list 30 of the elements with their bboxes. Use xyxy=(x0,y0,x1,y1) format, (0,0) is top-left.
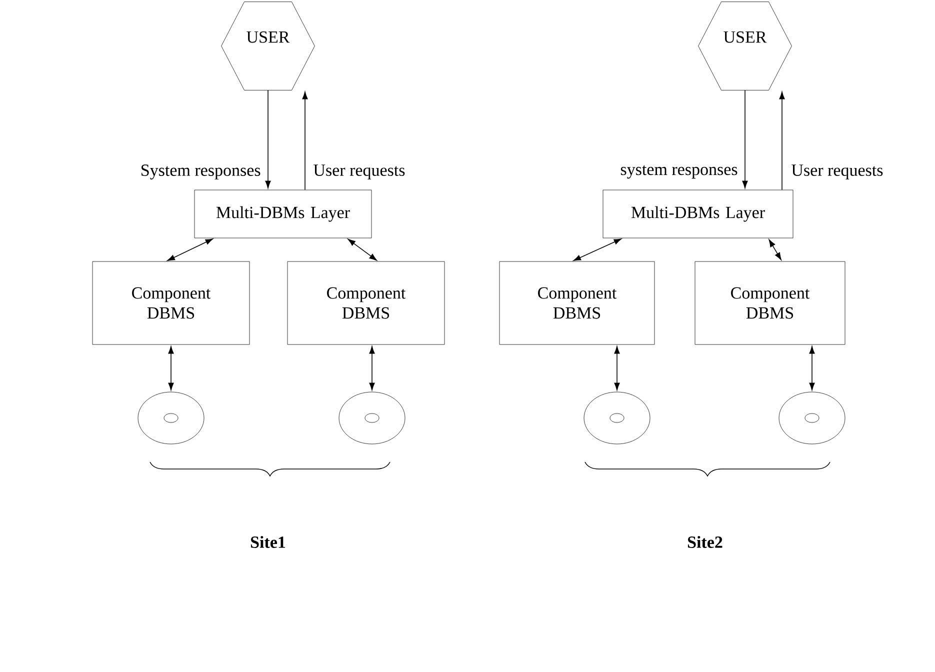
component-box: Component DBMS xyxy=(694,261,846,345)
arrow xyxy=(614,346,620,390)
site-label: Site1 xyxy=(250,536,286,548)
edge-label: User requests xyxy=(790,164,884,180)
disk-symbol xyxy=(338,392,406,444)
component-box: Component DBMS xyxy=(92,261,250,345)
arrow xyxy=(779,92,785,190)
arrow xyxy=(369,346,375,390)
arrow xyxy=(768,239,782,260)
edge-label: User requests xyxy=(312,164,406,180)
site-label: Site2 xyxy=(688,536,722,548)
edge-label: system responses xyxy=(619,164,739,180)
disk-symbol xyxy=(584,392,650,444)
arrow xyxy=(348,238,377,261)
arrow xyxy=(809,346,815,390)
arrow xyxy=(168,346,174,390)
arrow xyxy=(167,238,214,261)
disk-symbol xyxy=(138,392,204,444)
edge-label: System responses xyxy=(139,164,262,180)
component-box: Component DBMS xyxy=(499,261,655,345)
layer-box: Multi-DBMs Layer xyxy=(602,190,794,238)
component-box: Component DBMS xyxy=(287,261,445,345)
arrow xyxy=(302,92,308,190)
user-hexagon: USER xyxy=(698,2,792,90)
arrow xyxy=(573,238,622,261)
disk-symbol xyxy=(778,392,846,444)
user-hexagon: USER xyxy=(221,2,315,90)
layer-box: Multi-DBMs Layer xyxy=(194,190,372,238)
arrow xyxy=(265,90,271,188)
arrow xyxy=(742,90,748,188)
